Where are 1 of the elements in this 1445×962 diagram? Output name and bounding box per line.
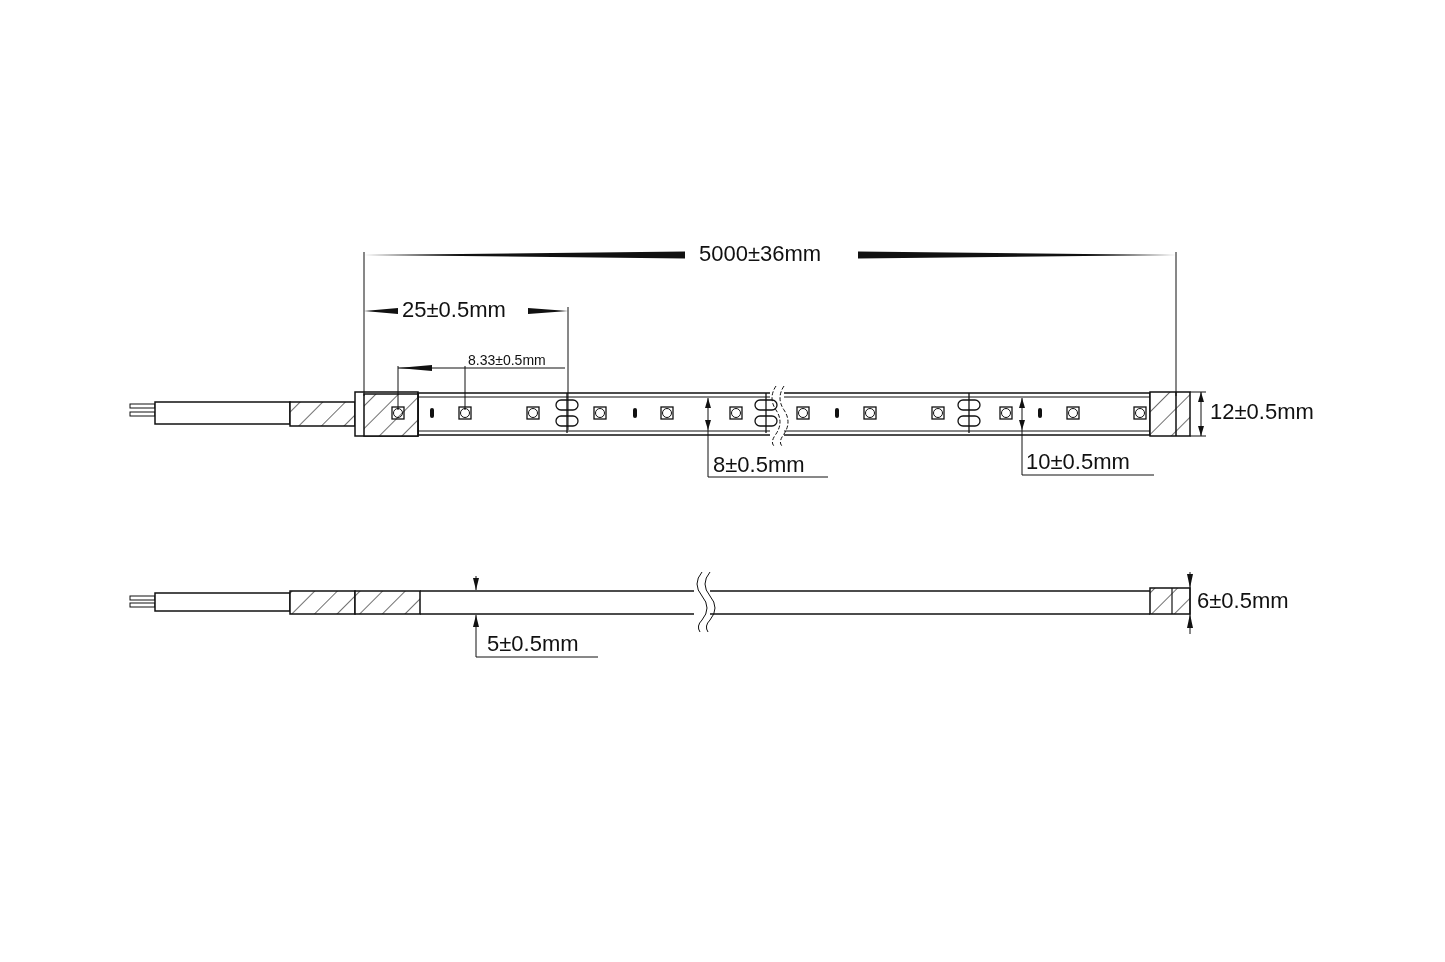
dimension-label: 8.33±0.5mm xyxy=(467,353,547,368)
